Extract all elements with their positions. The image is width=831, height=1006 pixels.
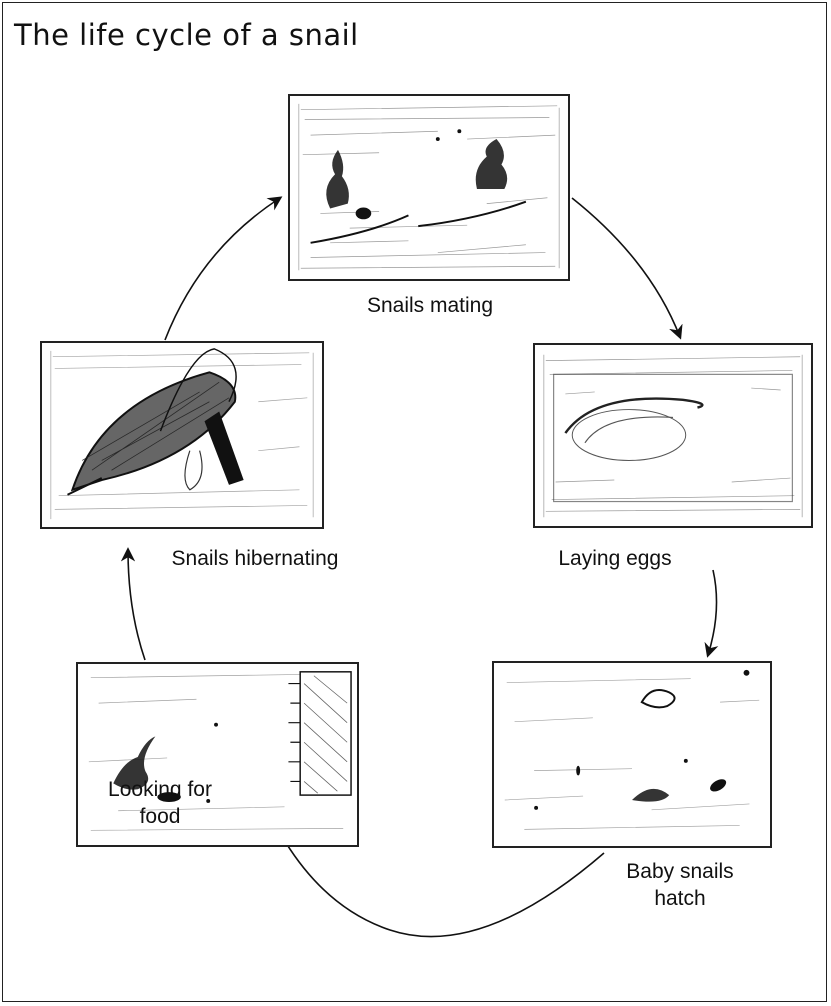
- panel-looking-for-food: [76, 662, 359, 847]
- caption-snails-mating: Snails mating: [366, 294, 494, 317]
- snail-looking-for-food-drawing: [88, 671, 352, 831]
- eggs-drawing: [543, 354, 803, 518]
- panel-snails-mating: [288, 94, 570, 281]
- arrow-eggs-to-hatch: [704, 569, 719, 658]
- caption-laying-eggs: Laying eggs: [558, 547, 672, 570]
- caption-snails-hibernating: Snails hibernating: [171, 547, 339, 570]
- snail-under-leaf-drawing: [50, 348, 314, 520]
- caption-baby-snails-hatch: Baby snails hatch: [605, 858, 755, 912]
- caption-food-line-1: Looking for: [108, 778, 212, 801]
- arrow-hibernating-to-mating: [164, 196, 283, 341]
- caption-hatch-line-1: Baby snails: [626, 860, 734, 883]
- arrow-food-to-hibernating: [120, 547, 146, 661]
- diagram-title: The life cycle of a snail: [14, 18, 359, 52]
- panel-baby-snails-hatch: [492, 661, 772, 848]
- caption-hatch-line-2: hatch: [654, 887, 706, 910]
- caption-looking-for-food: Looking for food: [80, 776, 240, 830]
- panel-snails-hibernating: [40, 341, 324, 529]
- arrow-mating-to-eggs: [571, 197, 683, 340]
- panel-laying-eggs: [533, 343, 813, 528]
- caption-food-line-2: food: [139, 805, 181, 828]
- snails-mating-drawing: [298, 103, 560, 271]
- baby-snails-drawing: [504, 669, 760, 830]
